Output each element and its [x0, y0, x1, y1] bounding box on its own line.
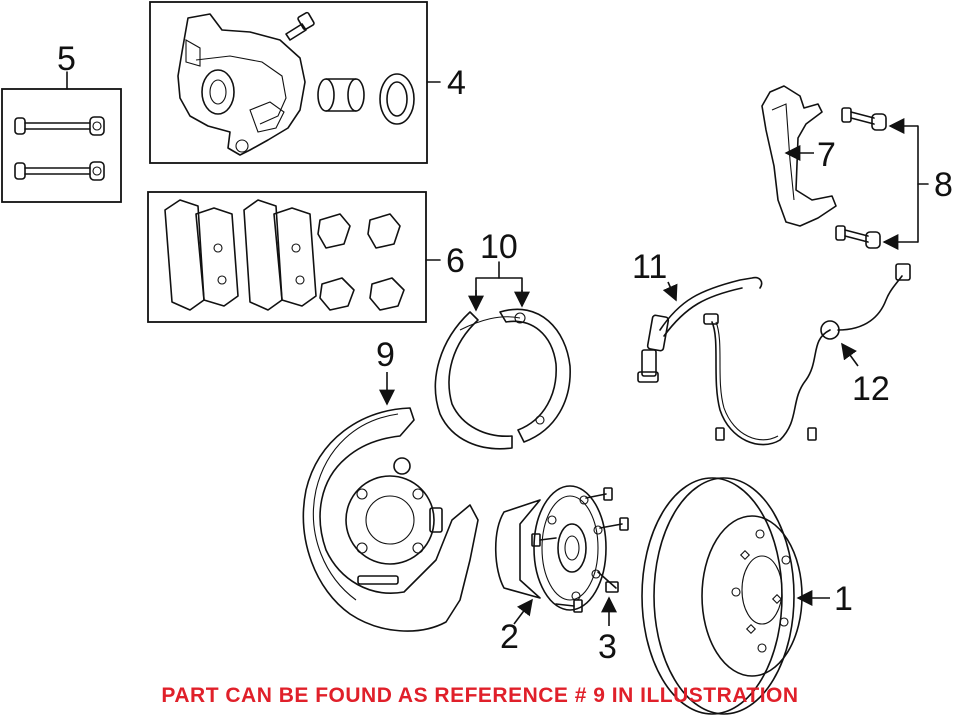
part-9-dust-shield: 9 — [302, 336, 479, 632]
part-1-brake-rotor: 1 — [641, 477, 853, 715]
callout-5: 5 — [57, 40, 76, 78]
callout-3: 3 — [598, 628, 617, 666]
caliper-body — [177, 13, 306, 156]
callout-7: 7 — [817, 136, 836, 174]
callout-11: 11 — [632, 248, 667, 286]
part-12-abs-sensor: 12 — [703, 263, 911, 446]
stud — [597, 571, 619, 593]
bracket-bolt-upper — [841, 107, 887, 131]
callout-1: 1 — [834, 580, 853, 618]
pad-set-left — [164, 199, 239, 311]
callout-6: 6 — [446, 242, 465, 280]
part-5-caliper-bolts: 5 — [1, 40, 122, 203]
reference-note: PART CAN BE FOUND AS REFERENCE # 9 IN IL… — [161, 684, 799, 707]
part-3-wheel-studs: 3 — [531, 487, 629, 666]
bolt-lower — [14, 161, 105, 181]
stud — [599, 517, 629, 531]
pad-set-right — [243, 199, 317, 311]
callout-12: 12 — [852, 370, 890, 408]
stud — [555, 599, 583, 613]
part-8-bracket-bolts: 8 — [835, 107, 953, 250]
part-11-brake-hose: 11 — [632, 248, 763, 383]
callout-2: 2 — [500, 618, 519, 656]
part-6-brake-pads: 6 — [147, 191, 465, 323]
piston — [317, 78, 365, 112]
callout-10: 10 — [480, 228, 518, 266]
part-10-parking-brake-shoes: 10 — [434, 228, 571, 450]
callout-9: 9 — [376, 336, 395, 374]
callout-8: 8 — [934, 166, 953, 204]
bolt-upper — [14, 116, 105, 136]
part-4-caliper: 4 — [149, 1, 466, 164]
stud — [585, 487, 613, 501]
stud — [531, 533, 557, 547]
callout-4: 4 — [447, 64, 466, 102]
part-2-wheel-hub: 2 — [494, 485, 607, 656]
bracket-bolt-lower — [835, 225, 881, 249]
pad-clips — [317, 213, 405, 311]
part-7-caliper-bracket: 7 — [761, 85, 837, 227]
piston-seal — [379, 73, 415, 125]
bleeder-screw — [285, 11, 315, 41]
